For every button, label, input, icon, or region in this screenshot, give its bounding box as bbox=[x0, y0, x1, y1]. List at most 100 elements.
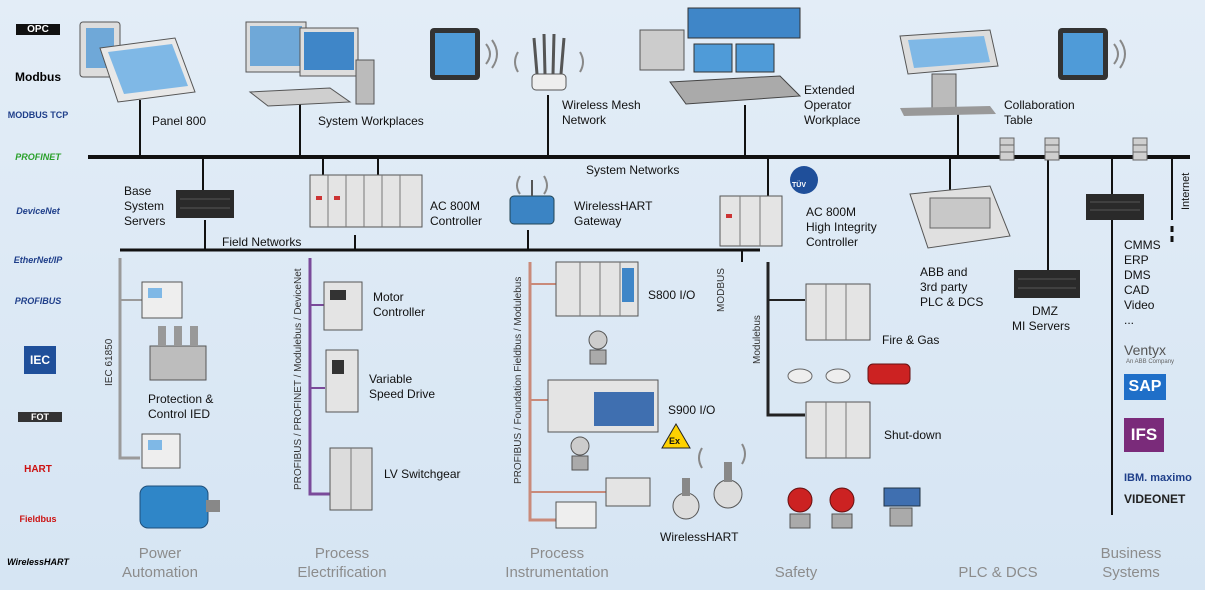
devicenet-logo: DeviceNet bbox=[16, 206, 60, 216]
ied-icon bbox=[141, 433, 181, 469]
shutdown-label: Shut-down bbox=[884, 428, 942, 442]
plc-label-3: PLC & DCS bbox=[920, 295, 984, 309]
modbus-tcp-logo: MODBUS TCP bbox=[7, 110, 69, 120]
s800-label: S800 I/O bbox=[648, 288, 696, 302]
field-networks-label: Field Networks bbox=[222, 235, 302, 249]
modulebus-label: Modulebus bbox=[752, 315, 763, 364]
ibm-maximo-logo: IBM. maximo bbox=[1124, 472, 1192, 484]
s900-label: S900 I/O bbox=[668, 403, 716, 417]
motor-icon bbox=[139, 485, 220, 529]
wirelesshart-device-icon bbox=[672, 443, 746, 520]
server-icon bbox=[176, 190, 234, 218]
transmitter-icon bbox=[570, 436, 590, 471]
vsd-label-1: Variable bbox=[369, 372, 413, 386]
profibus-logo: PROFIBUS bbox=[14, 296, 62, 306]
base-servers-label-1: Base bbox=[124, 184, 152, 198]
ethernet-ip-logo: EtherNet/IP bbox=[13, 255, 63, 265]
extended-label-1: Extended bbox=[804, 83, 855, 97]
modulebus bbox=[766, 262, 805, 417]
tuv-badge-text: TÜV bbox=[792, 182, 806, 189]
ex-badge-icon bbox=[661, 423, 691, 449]
electrification-bus bbox=[308, 258, 330, 496]
hi-controller-label-1: AC 800M bbox=[806, 205, 857, 219]
hi-controller-label-2: High Integrity bbox=[806, 220, 877, 234]
wirelesshart-label: WirelessHART bbox=[660, 530, 739, 544]
lv-switchgear-label: LV Switchgear bbox=[384, 467, 461, 481]
protection-relay-icon bbox=[141, 281, 183, 319]
positioner-icon bbox=[605, 477, 651, 507]
s800-io-icon bbox=[555, 261, 639, 317]
tablet-icon bbox=[430, 28, 498, 80]
wireless-mesh-label-1: Wireless Mesh bbox=[562, 98, 641, 112]
field-device-icon bbox=[555, 501, 597, 529]
business-item: ERP bbox=[1124, 253, 1149, 267]
whart-gateway-label-2: Gateway bbox=[574, 214, 622, 228]
sap-logo: SAP bbox=[1124, 374, 1166, 400]
opc-logo: OPC bbox=[16, 24, 60, 35]
wirelesshart-gateway-icon bbox=[509, 175, 555, 225]
tuv-badge-icon bbox=[790, 166, 818, 194]
panel-800-label: Panel 800 bbox=[152, 114, 207, 128]
lv-switchgear-icon bbox=[329, 447, 373, 511]
category-plc-dcs: PLC & DCS bbox=[958, 564, 1038, 581]
vsd-icon bbox=[325, 349, 359, 413]
dmz-label-1: DMZ bbox=[1032, 304, 1058, 318]
collaboration-table-icon bbox=[899, 29, 999, 116]
business-item: ... bbox=[1124, 313, 1135, 327]
fot-logo: FOT bbox=[18, 412, 62, 422]
hi-controller-label-3: Controller bbox=[806, 235, 859, 249]
panel-800-icon bbox=[79, 21, 196, 103]
ventyx-tagline: An ABB Company bbox=[1126, 359, 1175, 365]
dmz-server-icon bbox=[1014, 270, 1080, 298]
ifs-logo: IFS bbox=[1124, 418, 1164, 452]
firewall-icon bbox=[999, 137, 1148, 161]
category-safety: Safety bbox=[774, 564, 818, 581]
whart-gateway-label-1: WirelessHART bbox=[574, 199, 653, 213]
fieldbus-logo: Fieldbus bbox=[19, 514, 57, 524]
extended-label-2: Operator bbox=[804, 98, 852, 112]
business-item: CMMS bbox=[1124, 238, 1161, 252]
transformer-icon bbox=[149, 326, 207, 381]
vsd-label-2: Speed Drive bbox=[369, 387, 436, 401]
collab-label-2: Table bbox=[1004, 113, 1033, 127]
base-servers-label-3: Servers bbox=[124, 214, 166, 228]
iec-bus bbox=[118, 258, 140, 460]
hart-logo: HART bbox=[24, 464, 52, 475]
fire-gas-controller-icon bbox=[805, 283, 871, 341]
high-integrity-controller-icon bbox=[719, 195, 783, 247]
motor-controller-label-1: Motor bbox=[373, 290, 404, 304]
ventyx-logo: Ventyx bbox=[1124, 342, 1167, 358]
iec-61850-label: IEC 61850 bbox=[104, 338, 115, 386]
system-workplaces-label: System Workplaces bbox=[318, 114, 424, 128]
detector-icon bbox=[787, 363, 911, 385]
ac800m-controller-icon bbox=[309, 174, 423, 228]
motor-controller-icon bbox=[323, 281, 363, 331]
ied-label-1: Protection & bbox=[148, 392, 214, 406]
extended-label-3: Workplace bbox=[804, 113, 861, 127]
tablet-icon bbox=[1058, 28, 1126, 80]
operator-workplace-icon bbox=[639, 7, 802, 105]
plc-dcs-icon bbox=[909, 185, 1011, 249]
fire-gas-label: Fire & Gas bbox=[882, 333, 940, 347]
profinet-logo: PROFINET bbox=[15, 152, 61, 162]
ac800m-label-1: AC 800M bbox=[430, 199, 481, 213]
shutdown-controller-icon bbox=[805, 401, 871, 459]
modbus-label: MODBUS bbox=[716, 268, 727, 312]
wireless-router-icon bbox=[514, 33, 584, 91]
plc-label-2: 3rd party bbox=[920, 280, 968, 294]
plc-label-1: ABB and bbox=[920, 265, 968, 279]
videonet-logo: VIDEONET bbox=[1124, 492, 1186, 506]
workplace-icon bbox=[245, 21, 375, 107]
ied-label-2: Control IED bbox=[148, 407, 211, 421]
iec-logo: IEC bbox=[24, 346, 56, 374]
business-server-icon bbox=[1086, 194, 1144, 220]
wirelesshart-logo: WirelessHART bbox=[7, 557, 69, 567]
valve-icon bbox=[787, 487, 921, 529]
collab-label-1: Collaboration bbox=[1004, 98, 1075, 112]
